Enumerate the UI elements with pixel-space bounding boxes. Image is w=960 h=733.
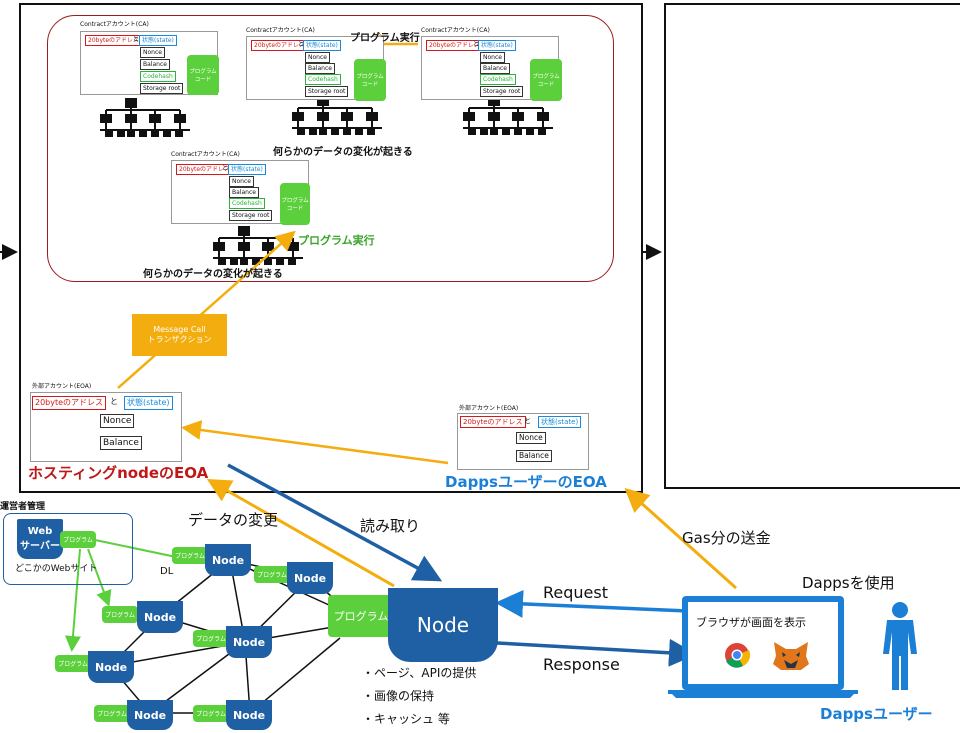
message-call-box: Message Call トランザクション <box>132 314 227 356</box>
ca-codehash: Codehash <box>140 71 176 82</box>
data-change-label: 何らかのデータの変化が起きる <box>273 147 413 158</box>
node: Node <box>137 601 183 633</box>
program-exec-label: プログラム実行 <box>350 33 420 44</box>
request-label: Request <box>543 583 608 602</box>
node: Node <box>287 562 333 594</box>
node: Node <box>205 544 251 576</box>
person-icon-user <box>883 602 917 690</box>
service-2: ・画像の保持 <box>362 689 435 703</box>
browser-text: ブラウザが画面を表示 <box>696 616 806 629</box>
ca-to: と <box>473 41 480 48</box>
node: Node <box>88 651 134 683</box>
ca-nonce: Nonce <box>480 52 505 63</box>
ca-state: 状態(state) <box>228 164 266 175</box>
program-box: プログラム <box>254 566 290 583</box>
program-code: プログラム コード <box>187 55 219 95</box>
program-box: プログラム <box>55 655 91 672</box>
node: Node <box>226 626 272 658</box>
ca-to: と <box>222 165 229 172</box>
ca-title: Contractアカウント(CA) <box>171 151 240 158</box>
ca-title: Contractアカウント(CA) <box>421 27 490 34</box>
ca-codehash: Codehash <box>305 74 341 85</box>
ca-state: 状態(state) <box>139 35 177 46</box>
ca-storage: Storage root <box>480 86 524 97</box>
eoa-address: 20byteのアドレス <box>32 396 107 410</box>
gas-label: Gas分の送金 <box>682 529 771 547</box>
ca-nonce: Nonce <box>140 47 165 58</box>
program-box: プログラム <box>193 630 229 647</box>
eoa-state-dapps: 状態(state) <box>538 416 582 428</box>
dapps-user-label: Dappsユーザー <box>820 705 933 723</box>
eoa-nonce: Nonce <box>100 414 135 428</box>
ca-title: Contractアカウント(CA) <box>246 27 315 34</box>
node: Node <box>127 700 173 730</box>
service-3: ・キャッシュ 等 <box>362 712 450 726</box>
ca-state: 状態(state) <box>303 40 341 51</box>
dapps-eoa-label: DappsユーザーのEOA <box>445 473 607 491</box>
operator-box <box>3 513 133 585</box>
eoa-nonce-dapps: Nonce <box>516 432 546 444</box>
service-1: ・ページ、APIの提供 <box>362 666 477 680</box>
ca-codehash: Codehash <box>229 198 265 209</box>
somewhere-web-label: どこかのWebサイト <box>15 564 98 574</box>
program-box: プログラム <box>172 547 208 564</box>
eoa-balance-dapps: Balance <box>516 450 552 462</box>
ca-to: と <box>298 41 305 48</box>
program-code: プログラム コード <box>530 59 562 101</box>
ca-title: Contractアカウント(CA) <box>80 21 149 28</box>
contract-area <box>47 15 614 282</box>
data-change-label-2: 何らかのデータの変化が起きる <box>143 269 283 280</box>
eoa-to-dapps: と <box>524 417 531 425</box>
main-program-box: プログラム <box>328 595 394 637</box>
program-box: プログラム <box>94 705 130 722</box>
eoa-address-dapps: 20byteのアドレス <box>460 416 526 428</box>
ca-state: 状態(state) <box>478 40 516 51</box>
program-code: プログラム コード <box>280 183 310 225</box>
ca-storage: Storage root <box>229 210 273 221</box>
ca-to: と <box>133 36 140 43</box>
response-label: Response <box>543 655 620 674</box>
eoa-balance: Balance <box>100 436 142 450</box>
operator-label: 運営者管理 <box>0 502 46 512</box>
ca-storage: Storage root <box>140 83 184 94</box>
program-box: プログラム <box>102 606 138 623</box>
eoa-title: 外部アカウント(EOA) <box>32 383 92 390</box>
ca-balance: Balance <box>229 187 259 198</box>
ca-storage: Storage root <box>305 86 349 97</box>
program-box: プログラム <box>193 705 229 722</box>
eoa-state: 状態(state) <box>124 396 173 410</box>
program-exec-label-2: プログラム実行 <box>298 234 375 247</box>
right-frame <box>664 3 960 489</box>
use-dapps-label: Dappsを使用 <box>802 574 895 592</box>
program-code: プログラム コード <box>354 59 386 101</box>
eoa-to: と <box>110 397 118 406</box>
program-box: プログラム <box>60 531 96 548</box>
dl-label: DL <box>160 566 174 577</box>
storage-tree <box>100 98 190 137</box>
laptop-icon <box>668 596 858 698</box>
main-node: Node <box>388 588 498 662</box>
eoa-title-dapps: 外部アカウント(EOA) <box>459 405 519 412</box>
read-label: 読み取り <box>360 517 421 535</box>
data-change-arrow-label: データの変更 <box>188 511 279 529</box>
metamask-icon <box>773 642 809 670</box>
ca-codehash: Codehash <box>480 74 516 85</box>
ca-balance: Balance <box>480 63 510 74</box>
chrome-icon <box>725 643 751 668</box>
ca-nonce: Nonce <box>305 52 330 63</box>
ca-balance: Balance <box>140 59 170 70</box>
hosting-eoa-label: ホスティングnodeのEOA <box>28 464 209 482</box>
web-server: Web サーバー <box>17 519 63 559</box>
ca-balance: Balance <box>305 63 335 74</box>
ca-nonce: Nonce <box>229 176 254 187</box>
node: Node <box>226 700 272 730</box>
